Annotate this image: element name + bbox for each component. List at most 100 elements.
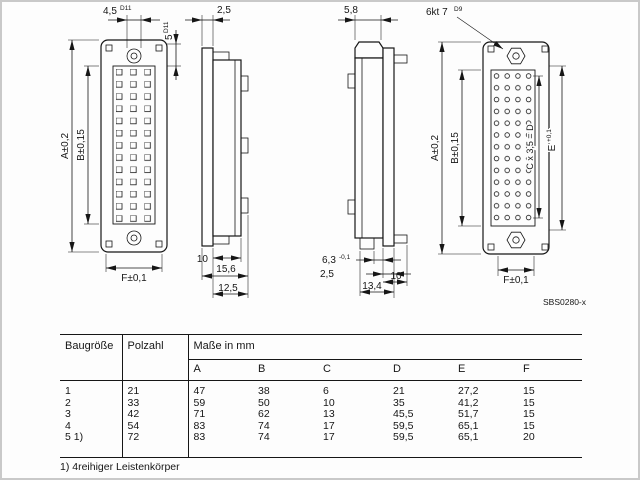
front-view: 4,5 D11 5 D11 A±0,2 bbox=[60, 5, 181, 284]
side-view-mirrored: 5,8 6,3 -0,1 2,5 13,4 10 bbox=[320, 5, 411, 298]
table-cell: 54 bbox=[122, 420, 189, 432]
col-header-baugroesse: Baugröße bbox=[60, 334, 123, 381]
dim-5: 5 D11 bbox=[163, 21, 181, 80]
dimension-table: Baugröße Polzahl Maße in mm A B C D E F … bbox=[60, 334, 583, 458]
front-view-body bbox=[100, 39, 168, 253]
contact-field-front bbox=[112, 65, 156, 225]
hex-label-tol: D9 bbox=[454, 6, 463, 13]
table-cell: 33 bbox=[122, 397, 189, 409]
dim-label-c-formula: C x 3,5 = D bbox=[525, 124, 535, 170]
dim-13-4: 13,4 bbox=[359, 251, 394, 296]
dim-label-f-front: F±0,1 bbox=[121, 273, 147, 284]
table-cell: 45,5 bbox=[393, 408, 414, 420]
side-view-mirrored-body bbox=[347, 41, 408, 250]
dim-label-a-front: A±0,2 bbox=[60, 133, 71, 159]
table-row: 1 21 47 38 6 21 27,2 15 bbox=[60, 380, 582, 398]
table-cell: 21 bbox=[393, 385, 405, 397]
col-header-a: A bbox=[188, 359, 253, 381]
table-cell: 59,5 bbox=[388, 431, 453, 458]
table-cell: 15 bbox=[523, 408, 535, 420]
table-cell: 5 1) bbox=[60, 431, 123, 458]
hex-callout: 6kt 7 D9 bbox=[426, 6, 504, 50]
table-cell: 62 bbox=[258, 408, 270, 420]
dim-label-2-5-bottom: 2,5 bbox=[320, 269, 334, 280]
dim-2-5-bottom: 2,5 bbox=[320, 248, 411, 298]
col-header-b: B bbox=[253, 359, 318, 381]
dim-label-13-4: 13,4 bbox=[362, 281, 382, 292]
col-header-f: F bbox=[518, 359, 583, 381]
dim-10-side: 10 bbox=[197, 238, 242, 298]
table-cell: 13 bbox=[323, 408, 335, 420]
dim-label-10-right: 10 bbox=[390, 271, 402, 282]
table-cell: 41,2 bbox=[458, 396, 479, 409]
table-cell: 59 bbox=[193, 396, 206, 409]
col-header-d: D bbox=[388, 359, 453, 381]
col-header-e: E bbox=[453, 359, 518, 381]
dim-b-front: B±0,15 bbox=[76, 65, 99, 225]
dim-label-a-rear: A±0,2 bbox=[430, 135, 441, 161]
table-cell: 17 bbox=[323, 419, 335, 432]
rear-view: 6kt 7 D9 A±0,2 B±0,15 C x 3,5 = D bbox=[426, 6, 566, 286]
dim-a-rear: A±0,2 bbox=[430, 41, 481, 255]
table-cell: 2 bbox=[60, 397, 123, 409]
dim-f-front: F±0,1 bbox=[105, 254, 163, 284]
dim-label-15-6: 15,6 bbox=[216, 264, 236, 275]
table-cell: 27,2 bbox=[458, 385, 479, 397]
dim-4-5: 4,5 D11 bbox=[103, 5, 160, 48]
table-cell: 15 bbox=[523, 385, 535, 397]
dim-label-f-rear: F±0,1 bbox=[503, 275, 529, 286]
table-cell: 42 bbox=[122, 408, 189, 421]
side-view: 2,5 10 15,6 12,5 bbox=[185, 5, 249, 298]
table-cell: 65,1 bbox=[453, 431, 518, 458]
dim-label-4-5-tol: D11 bbox=[120, 5, 132, 12]
table-cell: 83 bbox=[193, 419, 206, 432]
col-header-polzahl: Polzahl bbox=[122, 334, 189, 381]
dim-label-b-front: B±0,15 bbox=[76, 129, 87, 161]
dim-label-5: 5 bbox=[164, 34, 175, 40]
table-cell: 1 bbox=[60, 380, 123, 398]
table-cell: 4 bbox=[60, 420, 123, 432]
dim-label-b-rear: B±0,15 bbox=[450, 132, 461, 164]
dim-b-rear: B±0,15 bbox=[450, 69, 481, 227]
dim-label-5-8: 5,8 bbox=[344, 5, 358, 16]
hex-nut-bottom bbox=[506, 231, 526, 249]
rear-view-body bbox=[482, 41, 550, 255]
table-cell: 35 bbox=[393, 396, 405, 409]
dim-label-5-tol: D11 bbox=[163, 21, 170, 33]
table-row: 4 54 83 74 17 59,5 65,1 15 bbox=[60, 419, 582, 432]
contact-field-rear bbox=[490, 69, 536, 227]
table-cell: 21 bbox=[122, 380, 189, 398]
table-cell: 20 bbox=[518, 431, 583, 458]
table-row: 3 42 71 62 13 45,5 51,7 15 bbox=[60, 408, 582, 421]
technical-drawing: 4,5 D11 5 D11 A±0,2 bbox=[60, 5, 587, 307]
table-cell: 65,1 bbox=[458, 419, 479, 432]
dim-label-6-3: 6,3 bbox=[322, 255, 336, 266]
dim-e: E +0,1 bbox=[545, 65, 566, 231]
table-cell: 15 bbox=[523, 396, 535, 409]
table-cell: 74 bbox=[258, 419, 270, 432]
table-cell: 74 bbox=[253, 431, 318, 458]
dim-label-10-side: 10 bbox=[197, 254, 209, 265]
dim-c-formula: C x 3,5 = D bbox=[524, 75, 543, 219]
dim-10-right: 10 bbox=[383, 245, 408, 286]
table-row: 2 33 59 50 10 35 41,2 15 bbox=[60, 396, 582, 409]
table-cell: 59,5 bbox=[393, 419, 414, 432]
dim-15-6: 15,6 bbox=[201, 215, 249, 298]
footnote: 1) 4reihiger Leistenkörper bbox=[60, 461, 180, 473]
dim-a-front: A±0,2 bbox=[60, 39, 99, 253]
dim-6-3: 6,3 -0,1 bbox=[322, 248, 401, 266]
table-cell: 6 bbox=[323, 385, 329, 397]
hex-nut-top bbox=[506, 47, 526, 65]
col-header-c: C bbox=[318, 359, 388, 381]
dim-label-e: E bbox=[547, 144, 558, 151]
dim-label-2-5-side: 2,5 bbox=[217, 5, 231, 16]
dim-label-6-3-tol: -0,1 bbox=[339, 254, 351, 261]
dim-label-4-5: 4,5 bbox=[103, 6, 117, 17]
table-row: 5 1) 72 83 74 17 59,5 65,1 20 bbox=[60, 431, 583, 458]
dim-12-5: 12,5 bbox=[213, 283, 248, 297]
table-cell: 38 bbox=[258, 385, 270, 397]
side-view-body bbox=[201, 47, 249, 247]
table-cell: 51,7 bbox=[458, 408, 479, 420]
dim-5-8: 5,8 bbox=[338, 5, 398, 40]
